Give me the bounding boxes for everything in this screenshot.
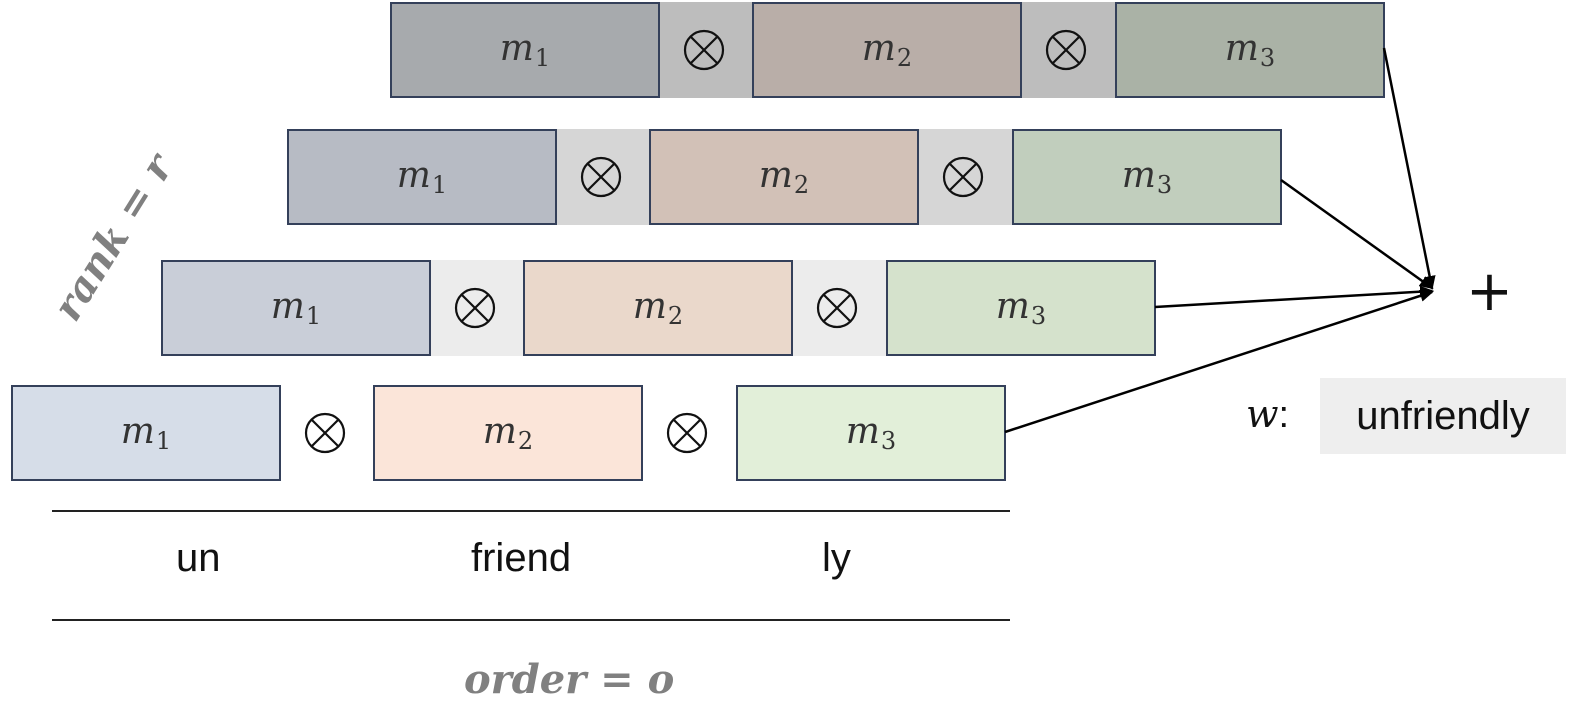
factor-label: m1 xyxy=(499,28,551,72)
factor-label: m2 xyxy=(861,28,913,72)
rank-row-4: m1 m2 m3 ⊗ ⊗ xyxy=(390,2,1385,98)
word-box: unfriendly xyxy=(1320,378,1566,454)
arrow-from-row-1 xyxy=(1004,290,1434,434)
factor-box-m3: m3 xyxy=(886,260,1156,356)
factor-box-m2: m2 xyxy=(752,2,1022,98)
tensor-product-icon: ⊗ xyxy=(813,284,861,332)
factor-label: m2 xyxy=(758,155,810,199)
factor-box-m1: m1 xyxy=(161,260,431,356)
sum-plus: + xyxy=(1466,259,1513,324)
bottom-rule xyxy=(52,619,1010,621)
factor-box-m2: m2 xyxy=(373,385,643,481)
factor-label: m1 xyxy=(396,155,448,199)
word-variable-label: w: xyxy=(1246,392,1289,437)
factor-box-m2: m2 xyxy=(523,260,793,356)
factor-box-m1: m1 xyxy=(287,129,557,225)
factor-box-m1: m1 xyxy=(11,385,281,481)
tensor-product-icon: ⊗ xyxy=(451,284,499,332)
tensor-product-icon: ⊗ xyxy=(680,26,728,74)
arrow-from-row-3 xyxy=(1280,178,1434,290)
tensor-product-icon: ⊗ xyxy=(939,153,987,201)
factor-box-m2: m2 xyxy=(649,129,919,225)
factor-label: m3 xyxy=(1224,28,1276,72)
factor-box-m3: m3 xyxy=(1012,129,1282,225)
tensor-product-icon: ⊗ xyxy=(301,409,349,457)
tensor-product-icon: ⊗ xyxy=(1042,26,1090,74)
word-variable: w xyxy=(1246,392,1279,436)
morpheme-friend: friend xyxy=(471,536,572,580)
tensor-product-icon: ⊗ xyxy=(577,153,625,201)
factor-label: m2 xyxy=(482,411,534,455)
factor-label: m3 xyxy=(1121,155,1173,199)
morpheme-ly: ly xyxy=(822,536,851,580)
factor-label: m3 xyxy=(845,411,897,455)
factor-label: m1 xyxy=(120,411,172,455)
tensor-product-icon: ⊗ xyxy=(663,409,711,457)
arrow-from-row-4 xyxy=(1382,47,1436,290)
word-colon: : xyxy=(1278,394,1290,436)
arrow-from-row-2 xyxy=(1154,285,1434,309)
morpheme-un: un xyxy=(176,536,221,580)
rank-row-3: m1 m2 m3 ⊗ ⊗ xyxy=(287,129,1282,225)
factor-label: m2 xyxy=(632,286,684,330)
rank-row-1: m1 m2 m3 ⊗ ⊗ xyxy=(11,385,1006,481)
factor-box-m3: m3 xyxy=(736,385,1006,481)
factor-label: m1 xyxy=(270,286,322,330)
factor-box-m1: m1 xyxy=(390,2,660,98)
order-label: order = o xyxy=(464,656,675,703)
factor-label: m3 xyxy=(995,286,1047,330)
rank-row-2: m1 m2 m3 ⊗ ⊗ xyxy=(161,260,1156,356)
top-rule xyxy=(52,510,1010,512)
